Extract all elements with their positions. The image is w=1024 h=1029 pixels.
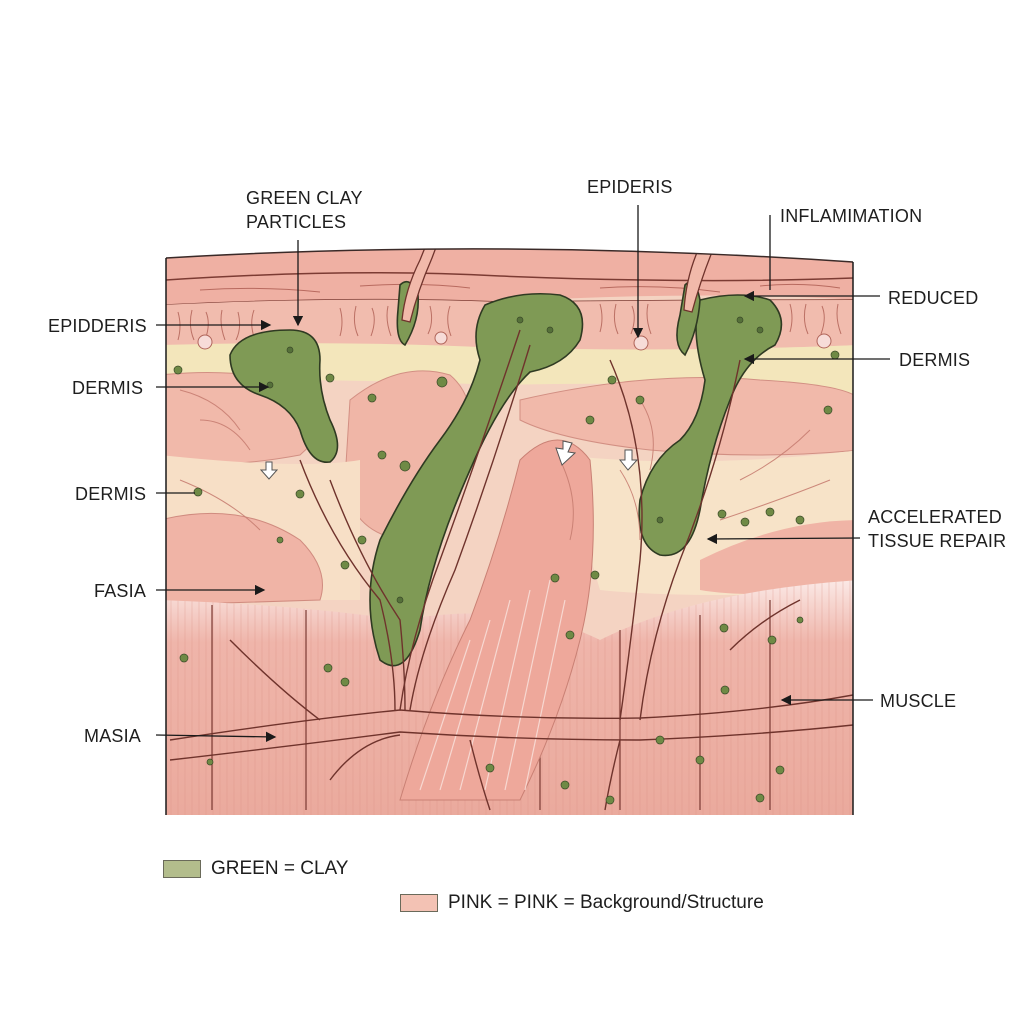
clay-particles <box>173 316 840 805</box>
legend-item-green: GREEN = CLAY <box>163 858 348 880</box>
label-fasia: FASIA <box>94 581 147 601</box>
label-epideris: EPIDERIS <box>587 177 673 197</box>
label-dermis-right: DERMIS <box>899 350 971 370</box>
legend-item-pink: PINK = PINK = Background/Structure <box>400 892 764 914</box>
legend-label-pink: PINK = PINK = Background/Structure <box>448 892 764 913</box>
label-masia: MASIA <box>84 726 142 746</box>
pink-swatch-icon <box>400 894 438 912</box>
nerve-branches <box>169 329 853 811</box>
label-epidderis: EPIDDERIS <box>48 316 147 336</box>
label-accelerated-tissue-repair: ACCELERATED TISSUE REPAIR <box>868 507 1007 551</box>
green-swatch-icon <box>163 860 201 878</box>
label-inflamimation: INFLAMIMATION <box>780 206 923 226</box>
label-dermis-lower-left: DERMIS <box>75 484 147 504</box>
label-reduced: REDUCED <box>888 288 979 308</box>
label-green-clay-particles: GREEN CLAY PARTICLES <box>246 188 363 232</box>
label-muscle: MUSCLE <box>880 691 957 711</box>
label-dermis-upper-left: DERMIS <box>72 378 144 398</box>
leader-lines <box>155 205 890 743</box>
tissue-layers <box>166 248 853 816</box>
legend-label-green: GREEN = CLAY <box>211 858 349 879</box>
